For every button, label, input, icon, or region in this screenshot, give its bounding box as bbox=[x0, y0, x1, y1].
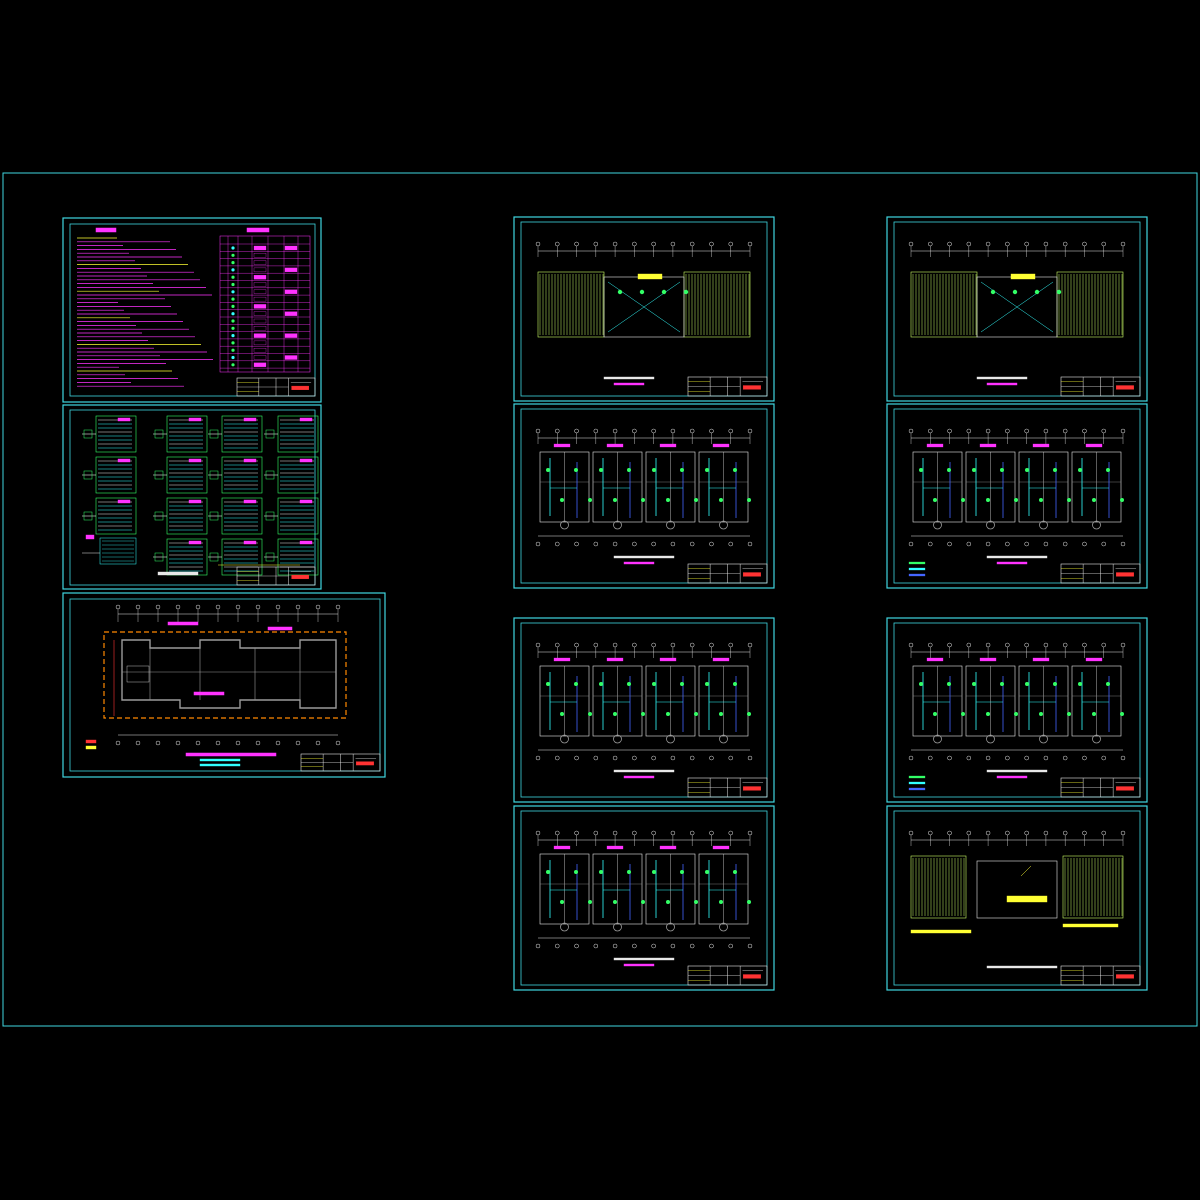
sheet-caption bbox=[603, 376, 655, 380]
site-boundary bbox=[103, 631, 347, 719]
legend bbox=[908, 775, 926, 779]
sheet-caption bbox=[185, 752, 277, 757]
sheet-floor-plan-3[interactable] bbox=[513, 617, 775, 803]
riser-diagrams bbox=[82, 415, 319, 576]
sheet-caption bbox=[613, 555, 675, 559]
sheet-caption bbox=[976, 376, 1028, 380]
legend bbox=[908, 561, 926, 565]
sheet-caption bbox=[986, 555, 1048, 559]
table-heading bbox=[246, 227, 270, 233]
notes-heading bbox=[95, 227, 117, 233]
sheet-floor-plan-4[interactable] bbox=[886, 617, 1148, 803]
sheet-roof-plan-a[interactable] bbox=[513, 216, 775, 402]
title-block bbox=[300, 753, 381, 772]
sheet-system-diagrams[interactable] bbox=[62, 404, 322, 590]
sheet-roof-plan-b[interactable] bbox=[886, 216, 1148, 402]
sheet-caption bbox=[986, 769, 1048, 773]
sheet-design-notes[interactable] bbox=[62, 217, 322, 403]
site-plan-drawing bbox=[85, 604, 347, 767]
equipment-table bbox=[219, 227, 311, 373]
model-space-border bbox=[2, 172, 1198, 1027]
sheet-floor-plan-2[interactable] bbox=[886, 403, 1148, 589]
sheet-basement-plan[interactable] bbox=[513, 805, 775, 991]
sheet-floor-plan-1[interactable] bbox=[513, 403, 775, 589]
title-block bbox=[236, 377, 316, 397]
title-block bbox=[236, 566, 316, 586]
sheet-caption bbox=[157, 571, 199, 576]
sheet-site-plan[interactable] bbox=[62, 592, 386, 778]
sheet-roof-elevation[interactable] bbox=[886, 805, 1148, 991]
sheet-caption bbox=[613, 769, 675, 773]
notes-text-block bbox=[77, 227, 213, 387]
sheet-caption bbox=[986, 965, 1058, 969]
sheet-caption bbox=[613, 957, 675, 961]
